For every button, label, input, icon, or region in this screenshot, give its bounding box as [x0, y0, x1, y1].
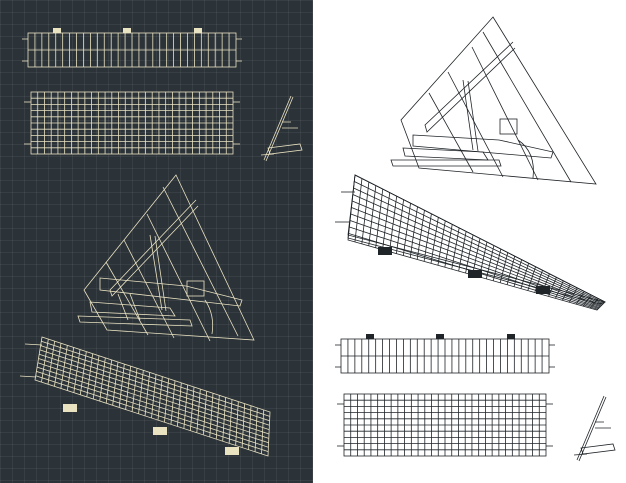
drawing-line [40, 345, 270, 422]
rear-isometric-mount [390, 16, 597, 185]
front-view-panel [337, 393, 553, 457]
front-view-panel [24, 91, 240, 155]
drawing-line [39, 353, 270, 430]
drawing-line [35, 375, 269, 452]
front-isometric-panel [19, 336, 271, 457]
drawing-line [349, 226, 599, 309]
drawing-line [36, 371, 269, 448]
drawing-line [352, 194, 603, 305]
drawing-line [41, 340, 270, 417]
drawing-line [350, 213, 601, 308]
dark-blueprint-panel [0, 0, 313, 483]
top-view-frame [22, 28, 242, 68]
drawing-line [354, 181, 605, 304]
front-isometric-panel [335, 174, 606, 311]
drawing-line [349, 220, 600, 308]
drawing-line [39, 349, 270, 426]
top-view-frame [335, 334, 555, 374]
light-drawing [335, 16, 616, 462]
side-view [573, 395, 616, 462]
side-view [260, 95, 303, 162]
rear-isometric-mount [77, 174, 255, 342]
drawing-line [38, 358, 270, 435]
drawing-line [37, 362, 269, 439]
drawing-line [352, 200, 602, 306]
drawing-line [351, 207, 602, 307]
drawing-line [353, 187, 604, 304]
drawing-line [36, 366, 269, 444]
dark-drawing [19, 28, 303, 457]
light-blueprint-panel [313, 0, 626, 483]
